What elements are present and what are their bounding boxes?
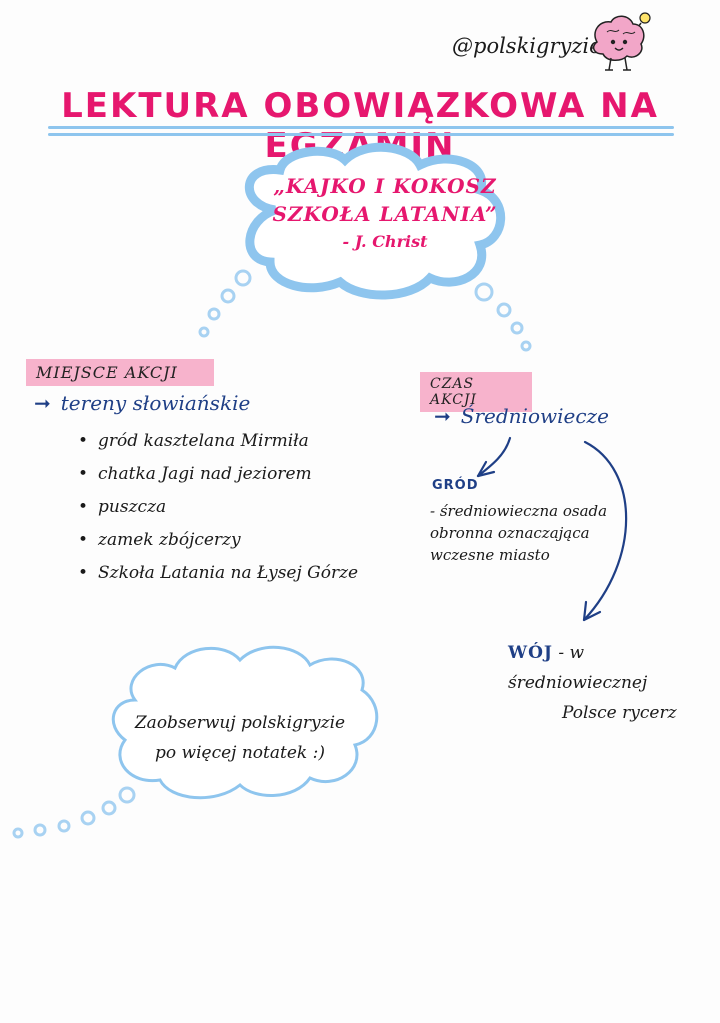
promo-text: Zaobserwuj polskigryzie po więcej notate…	[120, 708, 360, 768]
woj-def-line2: Polsce rycerz	[562, 703, 677, 723]
place-label: Miejsce akcji	[26, 359, 214, 386]
title-underline	[48, 133, 674, 136]
list-item: zamek zbójcerzy	[78, 524, 358, 557]
woj-term: WÓJ	[508, 643, 553, 663]
time-label: Czas akcji	[420, 372, 532, 412]
book-author: - J. Christ	[342, 232, 428, 251]
brain-mascot-icon	[592, 12, 651, 71]
grod-definition: - średniowieczna osada obronna oznaczają…	[430, 502, 608, 564]
place-main-text: tereny słowiańskie	[60, 391, 251, 415]
list-item: gród kasztelana Mirmiła	[78, 425, 358, 458]
right-arrow-icon: ➞	[434, 404, 451, 428]
title-underline	[48, 126, 674, 129]
book-title-line2: Szkoła latania”	[272, 202, 498, 226]
book-info: „Kajko i Kokosz Szkoła latania” - J. Chr…	[270, 172, 500, 256]
promo-line2: po więcej notatek :)	[155, 743, 325, 763]
thought-dots-right	[474, 282, 532, 352]
woj-def-line1: - w średniowiecznej	[508, 643, 648, 693]
promo-line1: Zaobserwuj polskigryzie	[134, 713, 346, 733]
list-item: puszcza	[78, 491, 358, 524]
time-main: ➞ Średniowiecze	[434, 404, 609, 428]
thought-dots-bottom	[12, 786, 136, 839]
place-list: gród kasztelana Mirmiła chatka Jagi nad …	[78, 425, 358, 590]
place-main: ➞ tereny słowiańskie	[34, 391, 250, 415]
list-item: chatka Jagi nad jeziorem	[78, 458, 358, 491]
author-handle: @polskigryzie	[452, 34, 602, 58]
thought-dots-left	[198, 269, 252, 338]
right-arrow-icon: ➞	[34, 391, 51, 415]
book-title-line1: „Kajko i Kokosz	[273, 174, 497, 198]
woj-definition: WÓJ - w średniowiecznej Polsce rycerz	[508, 638, 720, 728]
grod-term: GRÓD	[432, 478, 479, 493]
time-main-text: Średniowiecze	[460, 404, 609, 428]
list-item: Szkoła Latania na Łysej Górze	[78, 557, 358, 590]
